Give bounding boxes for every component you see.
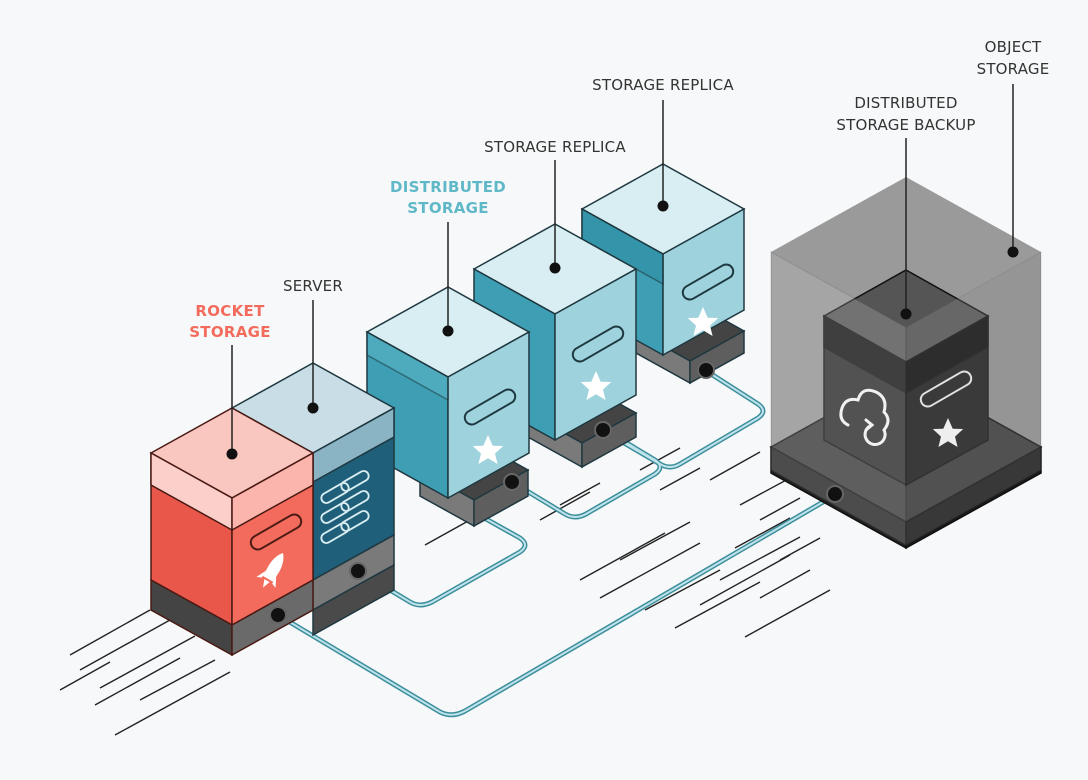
distributed-storage-box — [365, 286, 531, 528]
replica-2-port — [697, 361, 715, 379]
object-storage-glass — [770, 251, 1042, 546]
label-backup-line1: DISTRIBUTED — [854, 94, 957, 112]
backup-port — [826, 485, 844, 503]
speed-lines — [59, 447, 831, 736]
label-distributed-storage-line1: DISTRIBUTED — [390, 178, 506, 196]
label-storage-replica-2: STORAGE REPLICA — [592, 76, 734, 94]
leader-lines — [231, 84, 1014, 452]
leader-dots — [226, 200, 1019, 460]
label-rocket-storage-line1: ROCKET — [195, 302, 265, 320]
label-distributed-storage-backup: DISTRIBUTED STORAGE BACKUP — [836, 94, 975, 134]
cables — [275, 369, 838, 718]
label-rocket-storage: ROCKET STORAGE — [189, 302, 271, 341]
label-object-storage: OBJECT STORAGE — [977, 38, 1050, 78]
label-distributed-storage: DISTRIBUTED STORAGE — [390, 178, 506, 217]
rocket-storage-port — [269, 606, 287, 624]
label-backup-line2: STORAGE BACKUP — [836, 116, 975, 134]
rocket-storage-box — [149, 407, 315, 657]
rocket-storage-slot — [249, 513, 303, 551]
label-object-storage-line2: STORAGE — [977, 60, 1050, 78]
cloud-sync-icon — [839, 388, 890, 447]
label-distributed-storage-line2: STORAGE — [407, 199, 489, 217]
label-rocket-storage-line2: STORAGE — [189, 323, 271, 341]
server-port — [349, 562, 367, 580]
distributed-storage-port — [503, 473, 521, 491]
label-server: SERVER — [283, 277, 343, 295]
replica-1-port — [594, 421, 612, 439]
server-rack-icon — [320, 470, 370, 544]
label-object-storage-line1: OBJECT — [985, 38, 1042, 56]
label-storage-replica-1: STORAGE REPLICA — [484, 138, 626, 156]
rocket-icon — [256, 552, 284, 588]
